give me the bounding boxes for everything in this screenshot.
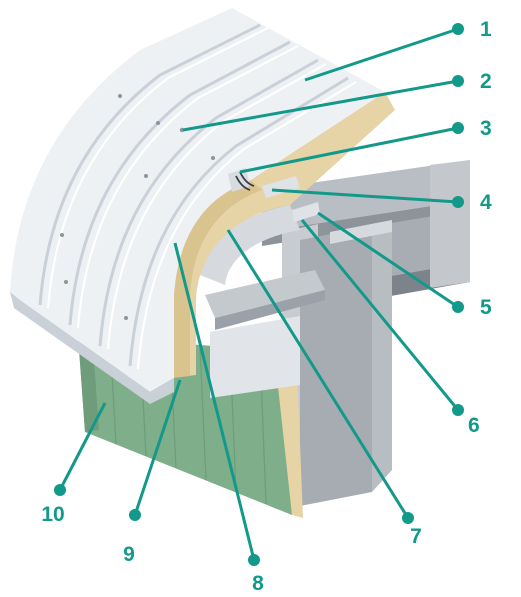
callout-number: 7	[410, 525, 422, 548]
callout-leader-line	[58, 402, 107, 491]
callout-number: 5	[480, 296, 492, 319]
callout-5: 5	[317, 211, 492, 319]
callout-dot	[129, 509, 141, 521]
callout-number: 3	[480, 117, 492, 140]
callout-leader-line	[317, 211, 459, 309]
callout-leader-line	[271, 188, 459, 204]
callouts: 1 2 3 4 5 6 7 8 9 10	[41, 18, 492, 595]
callout-dot	[54, 484, 66, 496]
callout-3: 3	[239, 117, 492, 174]
callout-dot	[452, 122, 464, 134]
callout-leader-line	[173, 242, 256, 561]
callout-dot	[452, 196, 464, 208]
callout-leader-line	[304, 27, 459, 82]
callout-number: 2	[480, 70, 492, 93]
callout-9: 9	[123, 379, 182, 566]
callout-leader-line	[133, 379, 182, 516]
callout-leader-line	[226, 229, 410, 519]
callout-dot	[452, 404, 464, 416]
callout-number: 6	[468, 414, 480, 437]
callout-leader-line	[239, 126, 459, 174]
callout-number: 4	[480, 191, 492, 214]
callout-8: 8	[173, 242, 264, 595]
callout-dot	[452, 301, 464, 313]
callout-dot	[248, 554, 260, 566]
callout-leader-line	[182, 79, 459, 132]
callout-dot	[402, 512, 414, 524]
callout-1: 1	[304, 18, 492, 82]
roof-liner-and-purlin	[200, 205, 325, 398]
insulation-core	[172, 92, 395, 378]
callout-number: 9	[123, 543, 135, 566]
callout-dot	[452, 75, 464, 87]
callout-number: 10	[41, 503, 64, 526]
callout-10: 10	[41, 402, 107, 526]
callout-7: 7	[226, 229, 422, 548]
callout-4: 4	[271, 188, 492, 214]
callout-6: 6	[300, 219, 480, 437]
callout-2: 2	[182, 70, 492, 132]
callout-number: 8	[252, 572, 264, 595]
ridge-fixing-detail	[228, 168, 320, 222]
callout-dot	[452, 23, 464, 35]
callout-leader-line	[300, 219, 460, 411]
curved-roof-sheet	[10, 8, 385, 404]
callout-number: 1	[480, 18, 492, 41]
